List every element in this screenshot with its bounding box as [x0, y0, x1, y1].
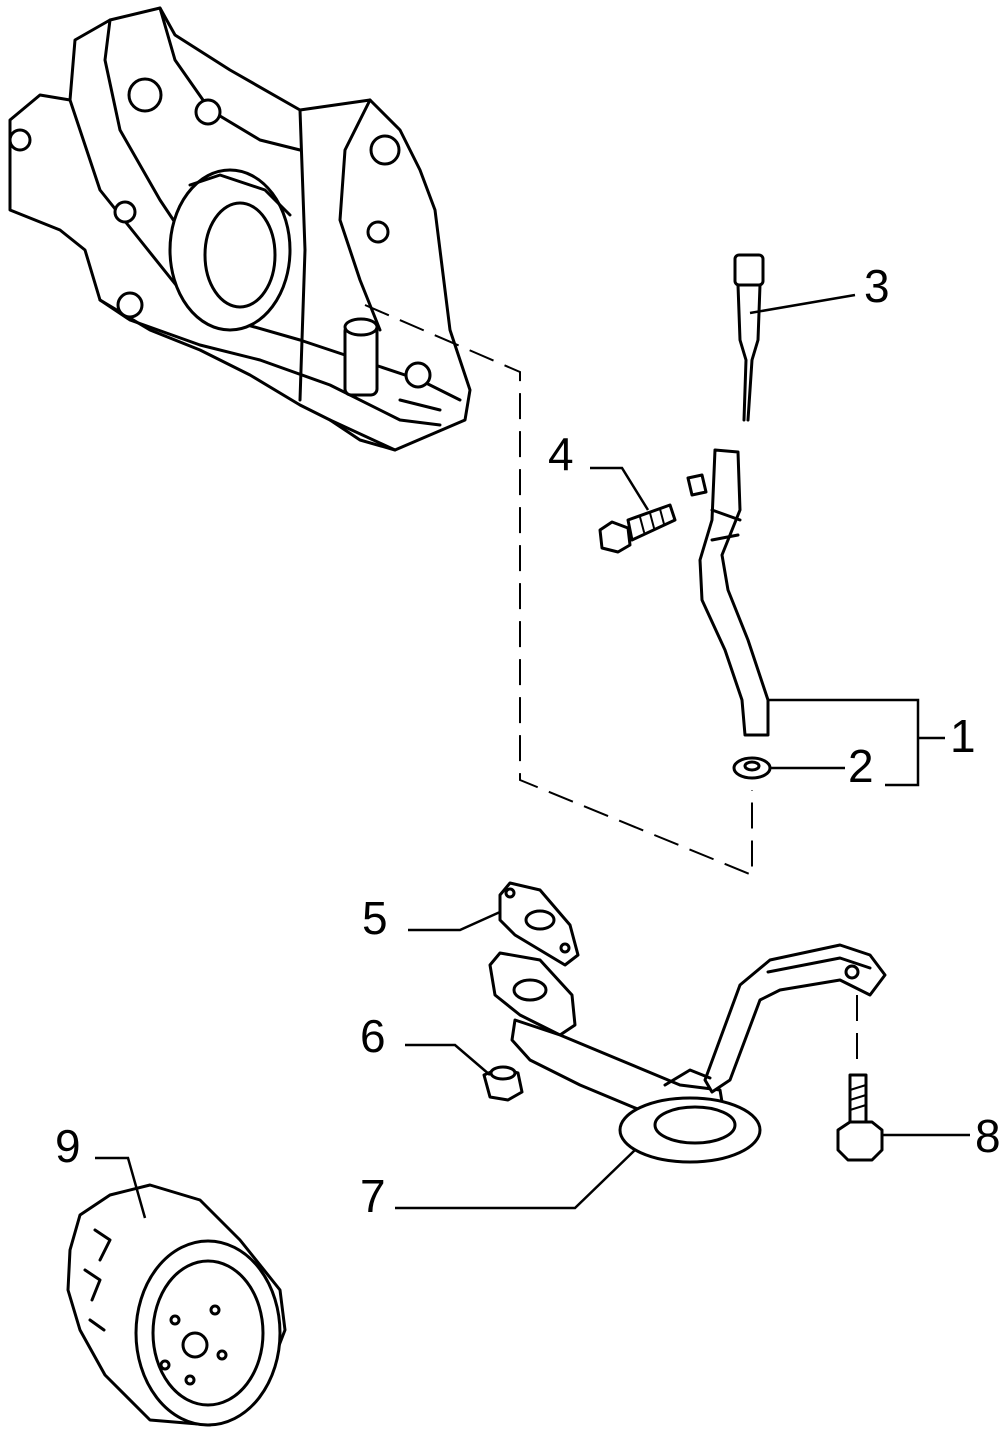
leader-lines: [95, 293, 970, 1219]
assembly-line-dipstick: [364, 304, 753, 877]
leader-5: [408, 910, 501, 932]
callout-8: 8: [975, 1110, 1001, 1162]
callout-3: 3: [864, 260, 890, 312]
dipstick-tube: [698, 448, 770, 737]
callout-6: 6: [360, 1010, 386, 1062]
engine-block-housing: [8, 6, 472, 452]
leader-9: [95, 1156, 147, 1219]
washer-part-2: [732, 756, 772, 780]
callout-4: 4: [548, 428, 574, 480]
oil-filter-part-9: [66, 1183, 287, 1427]
leader-1: [768, 698, 945, 787]
bolt-part-4: [598, 473, 708, 554]
callout-labels: 3 4 1 2 5 6 7 8 9: [55, 260, 1001, 1222]
bolt-part-8: [836, 995, 884, 1162]
nut-part-6: [482, 1065, 524, 1102]
dipstick: [733, 253, 765, 422]
callout-9: 9: [55, 1120, 81, 1172]
leader-3: [749, 293, 856, 315]
leader-7: [395, 1149, 636, 1210]
callout-7: 7: [360, 1170, 386, 1222]
gasket-part-5: [498, 881, 580, 967]
callout-2: 2: [848, 740, 874, 792]
leader-6: [405, 1043, 491, 1076]
callout-5: 5: [362, 892, 388, 944]
leader-4: [590, 466, 650, 511]
callout-1: 1: [950, 710, 976, 762]
oil-strainer-part-7: [488, 943, 887, 1164]
